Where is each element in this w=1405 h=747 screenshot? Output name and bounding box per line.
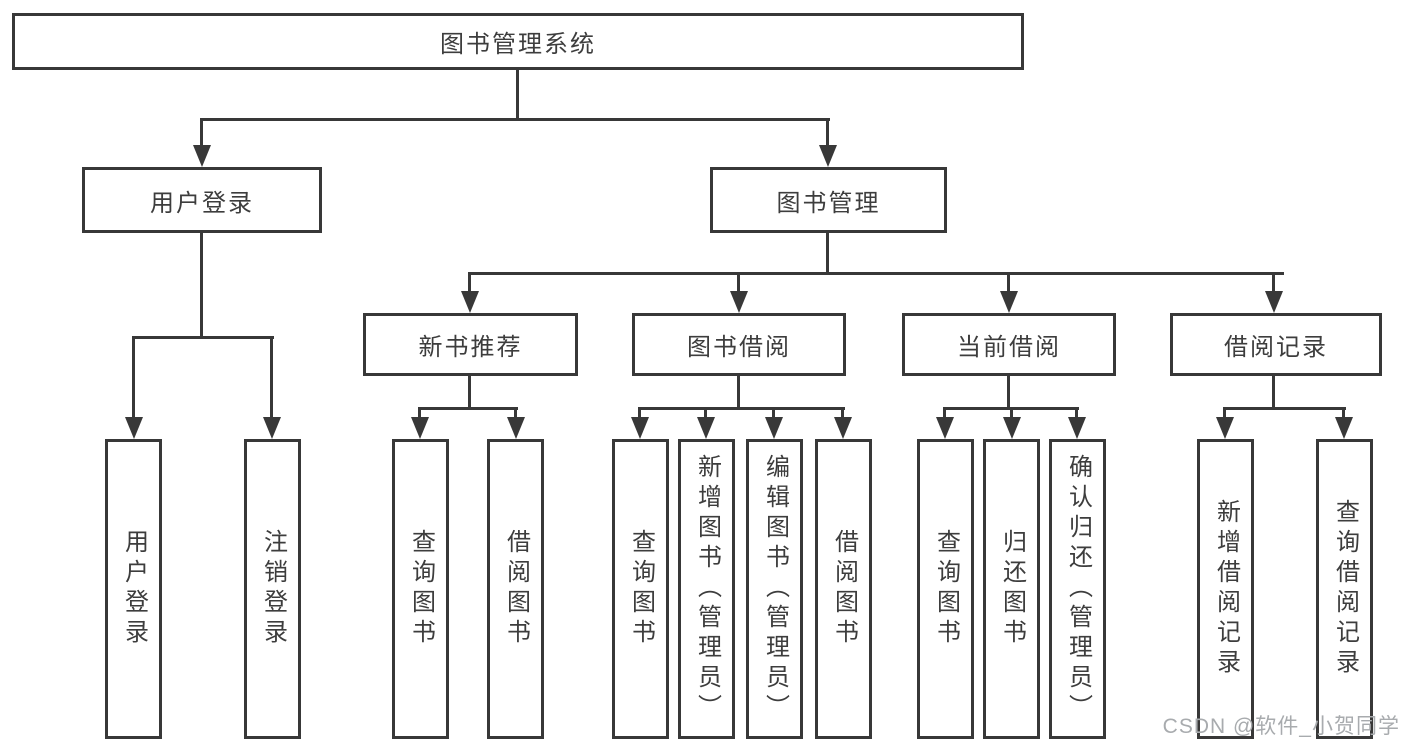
leaf-edit-books-admin: 编辑图书（管理员） — [746, 439, 803, 739]
leaf-query-books-recommend: 查询图书 — [392, 439, 449, 739]
leaf-add-books-admin-label: 新增图书（管理员） — [693, 454, 721, 724]
leaf-confirm-return-admin-label: 确认归还（管理员） — [1064, 454, 1092, 724]
connector — [1272, 376, 1275, 409]
leaf-query-books-recommend-label: 查询图书 — [407, 529, 435, 649]
leaf-query-borrow-record: 查询借阅记录 — [1316, 439, 1373, 739]
arrowhead-icon — [411, 417, 429, 439]
node-book-borrow-label: 图书借阅 — [687, 334, 791, 361]
arrowhead-icon — [193, 145, 211, 167]
connector — [772, 407, 775, 419]
connector — [737, 376, 740, 409]
arrowhead-icon — [631, 417, 649, 439]
leaf-query-books-current-label: 查询图书 — [932, 529, 960, 649]
node-current-borrow-label: 当前借阅 — [957, 334, 1061, 361]
connector — [270, 336, 273, 420]
connector — [132, 336, 135, 420]
connector — [1223, 407, 1226, 419]
arrowhead-icon — [507, 417, 525, 439]
leaf-add-borrow-record-label: 新增借阅记录 — [1212, 499, 1240, 679]
arrowhead-icon — [461, 291, 479, 313]
node-borrow-record-label: 借阅记录 — [1224, 334, 1328, 361]
leaf-query-books-borrow-label: 查询图书 — [627, 529, 655, 649]
arrowhead-icon — [1003, 417, 1021, 439]
leaf-return-books-label: 归还图书 — [998, 529, 1026, 649]
arrowhead-icon — [1068, 417, 1086, 439]
leaf-confirm-return-admin: 确认归还（管理员） — [1049, 439, 1106, 739]
leaf-borrow-books-recommend: 借阅图书 — [487, 439, 544, 739]
arrowhead-icon — [263, 417, 281, 439]
connector — [1342, 407, 1345, 419]
node-root: 图书管理系统 — [12, 13, 1024, 70]
leaf-return-books: 归还图书 — [983, 439, 1040, 739]
connector — [943, 407, 946, 419]
connector — [1272, 272, 1275, 293]
leaf-query-books-current: 查询图书 — [917, 439, 974, 739]
node-borrow-record: 借阅记录 — [1170, 313, 1382, 376]
connector — [826, 233, 829, 274]
node-book-borrow: 图书借阅 — [632, 313, 846, 376]
leaf-user-login-label: 用户登录 — [120, 529, 148, 649]
connector — [516, 70, 519, 120]
arrowhead-icon — [1265, 291, 1283, 313]
arrowhead-icon — [730, 291, 748, 313]
connector — [638, 407, 845, 410]
connector — [200, 118, 203, 148]
leaf-user-login: 用户登录 — [105, 439, 162, 739]
leaf-logout-label: 注销登录 — [259, 529, 287, 649]
connector — [841, 407, 844, 419]
leaf-query-borrow-record-label: 查询借阅记录 — [1331, 499, 1359, 679]
node-current-borrow: 当前借阅 — [902, 313, 1116, 376]
connector — [468, 376, 471, 409]
connector — [1075, 407, 1078, 419]
node-new-book-recommend-label: 新书推荐 — [418, 334, 523, 361]
connector — [1223, 407, 1346, 410]
connector — [200, 233, 203, 338]
arrowhead-icon — [697, 417, 715, 439]
leaf-borrow-books-borrow-label: 借阅图书 — [830, 529, 858, 649]
arrowhead-icon — [1000, 291, 1018, 313]
arrowhead-icon — [936, 417, 954, 439]
arrowhead-icon — [765, 417, 783, 439]
connector — [826, 118, 829, 148]
node-root-label: 图书管理系统 — [440, 31, 596, 58]
node-book-management: 图书管理 — [710, 167, 947, 233]
leaf-borrow-books-recommend-label: 借阅图书 — [502, 529, 530, 649]
connector — [1010, 407, 1013, 419]
arrowhead-icon — [1335, 417, 1353, 439]
connector — [704, 407, 707, 419]
connector — [1007, 376, 1010, 409]
leaf-borrow-books-borrow: 借阅图书 — [815, 439, 872, 739]
connector — [418, 407, 421, 419]
node-user-login-label: 用户登录 — [150, 189, 254, 217]
leaf-add-books-admin: 新增图书（管理员） — [678, 439, 735, 739]
node-new-book-recommend: 新书推荐 — [363, 313, 578, 376]
connector — [737, 272, 740, 293]
connector — [514, 407, 517, 419]
connector — [638, 407, 641, 419]
leaf-edit-books-admin-label: 编辑图书（管理员） — [761, 454, 789, 724]
leaf-logout: 注销登录 — [244, 439, 301, 739]
connector — [418, 407, 518, 410]
leaf-add-borrow-record: 新增借阅记录 — [1197, 439, 1254, 739]
connector — [200, 118, 830, 121]
connector — [468, 272, 471, 293]
connector — [1007, 272, 1010, 293]
csdn-watermark: CSDN @软件_小贺同学 — [1162, 715, 1400, 738]
node-user-login: 用户登录 — [82, 167, 322, 233]
node-book-management-label: 图书管理 — [776, 189, 881, 217]
arrowhead-icon — [819, 145, 837, 167]
connector — [132, 336, 274, 339]
arrowhead-icon — [1216, 417, 1234, 439]
arrowhead-icon — [834, 417, 852, 439]
arrowhead-icon — [125, 417, 143, 439]
connector — [468, 272, 1284, 275]
leaf-query-books-borrow: 查询图书 — [612, 439, 669, 739]
